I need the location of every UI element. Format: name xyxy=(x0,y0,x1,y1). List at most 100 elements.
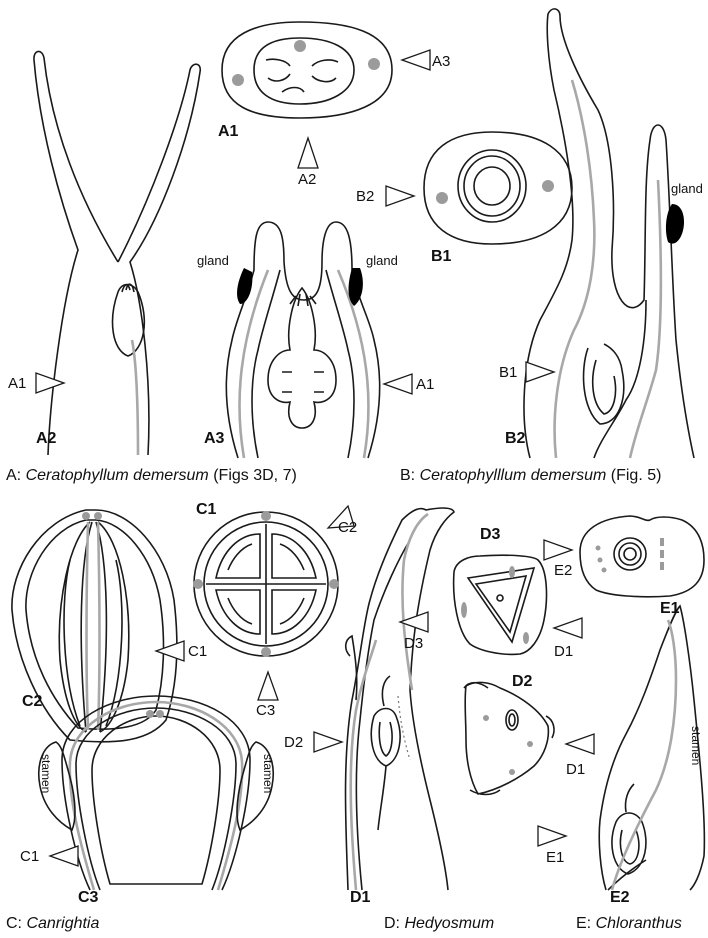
a1-outer-outline xyxy=(221,21,393,119)
d1-inner-outline xyxy=(355,539,411,891)
arrow-label-c2-on-c1: C2 xyxy=(338,519,358,536)
d3-pointer-d1 xyxy=(552,617,583,639)
arrow-label-d3-on-d1: D3 xyxy=(404,635,424,652)
panel-e-drawings xyxy=(537,515,706,891)
b1-ring-inner xyxy=(473,166,511,206)
arrow-label-c1-on-c3: C1 xyxy=(20,848,40,865)
d1-vascular-outer xyxy=(349,639,378,891)
a2-ovule xyxy=(111,283,146,357)
panel-c-drawings xyxy=(11,504,355,891)
c3-stamen-right xyxy=(236,741,274,832)
arrow-label-b1-on-b2: B1 xyxy=(499,364,518,381)
e1-ring-inner xyxy=(623,547,637,561)
caption-b-letter: B: xyxy=(400,467,416,484)
caption-b: B: Ceratophylllum demersum (Fig. 5) xyxy=(400,468,661,484)
e2-pointer-e1 xyxy=(537,825,568,847)
c2-outer-outline xyxy=(11,509,178,743)
c2-vascular xyxy=(85,521,101,731)
c3-dot-right xyxy=(156,710,164,718)
b2-pointer-b1 xyxy=(525,361,556,383)
a3-stigma-hairs xyxy=(289,293,317,307)
a3-longitudinal-section xyxy=(225,221,381,459)
d3-dot-left xyxy=(461,602,467,618)
d2-dot-c xyxy=(509,769,515,775)
c3-vascular xyxy=(68,700,244,891)
a1-inner-outline xyxy=(253,37,355,105)
c1-cross xyxy=(206,524,326,644)
label-a2: A2 xyxy=(36,430,57,447)
d1-pointer-d2 xyxy=(313,731,344,753)
c2-inner-ring xyxy=(25,519,165,730)
c1-locule-tr xyxy=(271,533,317,579)
caption-d: D: Hedyosmum xyxy=(384,916,494,932)
c1-inner-circle xyxy=(203,521,329,647)
label-e2: E2 xyxy=(610,889,630,906)
a3-outline xyxy=(225,221,381,459)
a3-gland-right xyxy=(348,268,363,306)
c1-dot-top xyxy=(261,511,271,521)
b1-pointer-b2 xyxy=(385,185,416,207)
label-gland-left: gland xyxy=(197,253,229,268)
label-d1: D1 xyxy=(350,889,371,906)
d2-ring-inner xyxy=(508,713,516,727)
d3-outer-outline xyxy=(452,554,548,656)
caption-a-ref: (Figs 3D, 7) xyxy=(213,467,297,484)
e1-dot-3 xyxy=(601,567,607,573)
b2-outer-outline xyxy=(523,8,695,459)
d1-vascular-inner xyxy=(401,512,429,691)
arrow-label-c1-on-c2: C1 xyxy=(188,643,208,660)
e2-vascular xyxy=(610,619,678,891)
b2-ovule xyxy=(582,343,625,425)
panel-b-drawings xyxy=(385,8,695,459)
a2-pointer-a1 xyxy=(35,372,66,394)
c3-outer-outline xyxy=(61,695,251,891)
e1-mark-2 xyxy=(660,550,664,558)
c1-pointer-c3 xyxy=(257,670,279,701)
c2-dot-right xyxy=(94,512,102,520)
label-b2: B2 xyxy=(505,430,526,447)
a2-longitudinal-section xyxy=(33,50,202,456)
caption-d-species: Hedyosmum xyxy=(404,915,495,932)
a3-pointer-a1 xyxy=(382,373,413,395)
caption-c-species: Canrightia xyxy=(26,915,100,932)
caption-e: E: Chloranthus xyxy=(576,916,682,932)
c2-longitudinal-section xyxy=(11,509,185,743)
arrow-label-a3-on-a1: A3 xyxy=(432,53,451,70)
label-e1: E1 xyxy=(660,600,680,617)
d2-dot-b xyxy=(527,741,533,747)
arrow-label-d2-on-d1: D2 xyxy=(284,734,304,751)
arrow-label-e1-on-e2: E1 xyxy=(546,849,565,866)
e1-pointer-e2 xyxy=(543,539,574,561)
d1-ovule-inner xyxy=(378,721,393,757)
d2-pointer-d1 xyxy=(564,733,595,755)
a1-pointer-a2 xyxy=(297,135,319,169)
e1-ring-outer xyxy=(613,537,647,571)
d1-pointer-d3 xyxy=(398,611,429,633)
d2-outer-outline xyxy=(464,681,550,795)
d1-side-leaf xyxy=(344,634,358,701)
d3-center xyxy=(496,594,504,602)
label-c2: C2 xyxy=(22,693,43,710)
c1-transverse-section xyxy=(193,504,355,701)
a1-locule-folds xyxy=(265,58,339,93)
c2-inner-walls xyxy=(63,559,123,727)
a1-dot-top xyxy=(294,40,306,52)
arrow-label-c3-on-c1: C3 xyxy=(256,702,276,719)
caption-d-letter: D: xyxy=(384,915,400,932)
b1-dot-left xyxy=(436,192,448,204)
c2-carpel-walls xyxy=(58,521,130,733)
d3-transverse-section xyxy=(452,554,583,656)
d1-longitudinal-section xyxy=(313,507,455,891)
panel-d-drawings xyxy=(313,507,595,891)
b2-inner-outline xyxy=(593,299,647,459)
c1-locule-tl xyxy=(215,533,261,579)
e1-ring-middle xyxy=(618,542,642,566)
d3-triangle xyxy=(466,567,536,644)
b2-longitudinal-section xyxy=(523,8,695,459)
e2-stigma xyxy=(624,783,635,813)
a2-right-outline xyxy=(117,63,202,456)
arrow-label-d1-on-d3: D1 xyxy=(554,643,574,660)
c2-pointer-c1 xyxy=(154,640,185,662)
a2-left-outline xyxy=(33,50,119,456)
